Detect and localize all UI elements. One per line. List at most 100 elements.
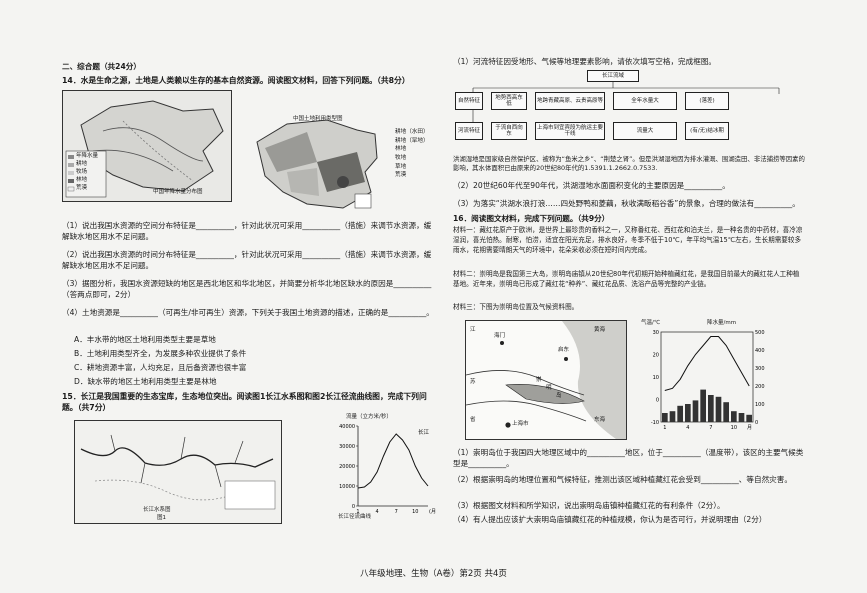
q14-item-4: （4）土地资源是__________（可再生/非可再生）资源，下列关于我国土地资… [62, 308, 434, 317]
climate-precip-label: 降水量/mm [707, 320, 737, 326]
q14-item-2: （2）说出我国水资源的时间分布特征是__________，针对此状况可采用___… [62, 250, 432, 270]
q16-item-3: （3）根据图文材料和所学知识，说出崇明岛庙镇种植藏红花的有利条件（2分）。 [453, 501, 725, 510]
runoff-title: 长江径流曲线 [338, 514, 372, 520]
q14-option-d: D．缺水带的地区土地利用类型主要是林地 [74, 377, 217, 386]
flow-box-0: 自然特征 [455, 92, 483, 110]
climate-precip-bar [715, 396, 722, 422]
flow-title: 长江流域 [587, 70, 639, 82]
island-label-3: 启东 [558, 347, 570, 353]
climate-precip-bar [738, 413, 745, 422]
runoff-ytick-label: 10000 [339, 484, 355, 490]
runoff-ytick-label: 20000 [339, 464, 355, 470]
climate-temp-tick: 30 [653, 330, 659, 336]
flowchart: 长江流域 自然特征 地势西高东低 地跨青藏高原、云贵高原等 全年水量大 (落差)… [453, 70, 805, 152]
flow-box-4: (落差) [685, 92, 729, 110]
section-title: 二、综合题（共24分） [62, 62, 141, 71]
map2-legend-3: 牧地 [395, 154, 407, 161]
map1-legend-3: 林地 [76, 177, 88, 183]
climate-precip-bar [746, 414, 752, 422]
climate-precip-tick: 0 [755, 420, 758, 426]
chongming-island-map: 江 苏 海门 启东 黄海 崇 明 岛 上海市 东海 省 [465, 320, 627, 440]
climate-precip-bar [723, 402, 729, 422]
island-label-1: 苏 [470, 379, 476, 385]
material-a: 洪湖湿地是国家级自然保护区、被称为“鱼米之乡”、“荆楚之肾”。但是洪湖湿地因为排… [453, 155, 805, 173]
island-label-0: 江 [470, 327, 476, 333]
flow-box-3: 全年水量大 [613, 92, 677, 110]
q14-stem: 14．水是生命之源，土地是人类赖以生存的基本自然资源。阅读图文材料，回答下列问题… [62, 76, 410, 85]
q16-stem: 16．阅读图文材料，完成下列问题。（共9分） [453, 214, 610, 223]
climate-precip-bar [692, 400, 699, 422]
climate-precip-bar [685, 404, 691, 422]
climate-temp-tick: 0 [656, 398, 659, 404]
island-label-8: 上海市 [512, 421, 529, 427]
flow-box-1: 地势西高东低 [491, 92, 527, 110]
island-label-6: 明 [546, 385, 552, 391]
runoff-ylabel: 流量（立方米/秒） [346, 414, 392, 420]
yangtze-river-svg [80, 434, 276, 510]
runoff-x-unit: (月) [429, 509, 436, 515]
map2-legend-4: 草地 [395, 163, 407, 170]
land-use-map: 中国土地利用类型图 [247, 112, 407, 214]
runoff-xtick-label: 7 [395, 509, 398, 515]
climate-frame [660, 331, 754, 423]
yangtze-map-label: 图1 [157, 515, 166, 521]
q14-option-a: A．丰水带的地区土地利用类型主要是草地 [74, 335, 216, 344]
island-label-5: 崇 [536, 377, 542, 383]
runoff-xtick-label: 1 [356, 509, 359, 515]
flow-box-8: 流量大 [613, 122, 677, 140]
island-label-9: 东海 [594, 417, 606, 423]
r1-text: （1）河流特征因受地形、气候等地理要素影响，请依次填写空格，完成框图。 [453, 57, 717, 66]
yangtze-river-map: 长江水系图 图1 [74, 420, 282, 524]
flow-box-5: 河流特征 [455, 122, 483, 140]
q16-item-2: （2）根据崇明岛的地理位置和气候特征，推测出该区域种植藏红花会受到_______… [453, 475, 792, 484]
flow-box-9: (有/无)结冰期 [685, 122, 729, 140]
precipitation-map-svg [65, 100, 224, 198]
island-label-10: 省 [470, 417, 476, 423]
climate-temp-tick: -10 [651, 420, 659, 426]
map2-legend-5: 荒漠 [395, 172, 407, 179]
climate-precip-bar [708, 395, 714, 422]
climate-month-label: 4 [686, 425, 689, 431]
q14-item-1: （1）说出我国水资源的空间分布特征是__________，针对此状况可采用___… [62, 221, 432, 241]
runoff-chart: 流量（立方米/秒） 01000020000300004000014710(月)长… [324, 414, 436, 526]
climate-temp-tick: 20 [653, 353, 659, 359]
map1-legend-1: 耕地 [76, 161, 88, 167]
map2-legend-2: 林地 [395, 146, 407, 153]
climate-precip-tick: 500 [755, 330, 765, 336]
precipitation-map: 年降水量 耕地 牧场 林地 荒漠 中国年降水量分布图 [62, 90, 232, 202]
climate-month-label: 10 [731, 425, 737, 431]
map1-legend-0: 年降水量 [76, 153, 99, 159]
climate-precip-tick: 200 [755, 384, 765, 390]
r3-text: （3）为落实“洪湖水浪打浪……四处野鸭和菱藕，秋收满畈稻谷香”的景象，合理的做法… [453, 199, 800, 208]
runoff-series-line [357, 433, 429, 489]
climate-precip-bar [677, 405, 683, 422]
map2-legend-1: 耕地（旱地） [395, 137, 429, 144]
flow-box-7: 上海市到宜宾段为航运主要干线 [535, 122, 605, 140]
map1-caption: 中国年降水量分布图 [153, 189, 203, 195]
runoff-ytick-label: 40000 [339, 424, 355, 430]
q14-option-c: C．耕地资源丰富，人均充足，且后备资源也很丰富 [74, 363, 247, 372]
material-3: 材料三：下图为崇明岛位置及气候资料图。 [453, 303, 579, 311]
climate-temp-label: 气温/℃ [641, 320, 661, 326]
climate-precip-tick: 100 [755, 402, 765, 408]
climate-precip-bar [669, 411, 676, 422]
climate-precip-bar [700, 389, 706, 422]
climate-temp-line [664, 336, 750, 391]
map2-legend: 耕地（水田） 耕地（旱地） 林地 牧地 草地 荒漠 [395, 128, 429, 180]
map1-legend-2: 牧场 [76, 169, 88, 175]
q16-item-4: （4）有人提出应该扩大崇明岛庙镇藏红花的种植规模，你认为是否可行，并说明理由（2… [453, 515, 767, 524]
climate-precip-bar [731, 411, 737, 422]
q16-item-1: （1）崇明岛位于我国四大地理区域中的__________地区，位于_______… [453, 448, 804, 468]
runoff-series-name: 长江 [418, 428, 430, 436]
climate-precip-tick: 300 [755, 366, 765, 372]
flow-box-6: 于流自西向东 [491, 122, 527, 140]
map1-legend-4: 荒漠 [76, 185, 88, 191]
q14-item-3: （3）据图分析，我国水资源短缺的地区是西北地区和华北地区，并简要分析华北地区缺水… [62, 279, 432, 299]
flow-box-2: 地跨青藏高原、云贵高原等 [535, 92, 605, 110]
material-1: 材料一：藏红花原产于欧洲，是世界上最珍贵的香料之一，又称番红花、西红花和泊夫兰，… [453, 226, 803, 254]
climate-x-unit: 月 [747, 425, 752, 431]
climate-precip-tick: 400 [755, 348, 765, 354]
climate-month-label: 7 [709, 425, 712, 431]
yangtze-map-caption: 长江水系图 [143, 507, 171, 513]
